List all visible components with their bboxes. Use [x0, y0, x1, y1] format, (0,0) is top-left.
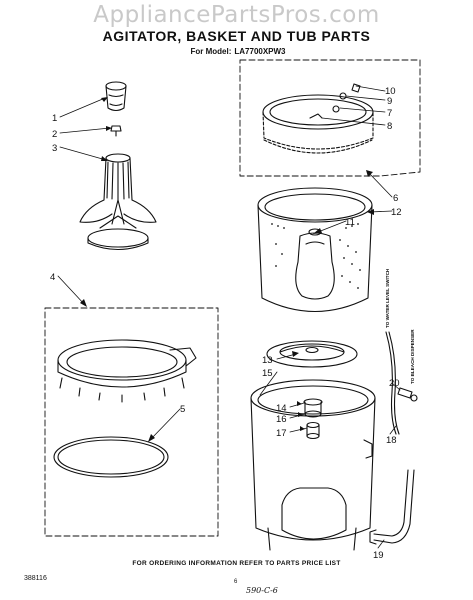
part-water-level-hose: [385, 331, 400, 435]
part-hub-seals: [303, 398, 323, 440]
callout-17: 17: [276, 428, 287, 439]
part-tub-ring: [57, 339, 197, 403]
callout-6: 6: [393, 193, 398, 204]
part-basket: [257, 187, 373, 312]
callout-13: 13: [262, 355, 273, 366]
diagram-title: AGITATOR, BASKET AND TUB PARTS: [102, 28, 371, 44]
callout-numbers: 1 2 3 4 5 6 7 8 9 10 11 12 13 14 15 16 1…: [50, 86, 402, 561]
callout-11: 11: [345, 217, 355, 228]
callout-5: 5: [180, 404, 185, 415]
callout-1: 1: [52, 113, 57, 124]
part-drain-hose: [369, 469, 415, 545]
callout-4: 4: [50, 272, 55, 283]
part-agitator: [79, 153, 157, 251]
top-ring-group-outline: [239, 59, 421, 177]
basket-perforations: [271, 223, 361, 289]
watermark-text: AppliancePartsPros.com: [93, 2, 380, 28]
part-fastener: [110, 125, 122, 137]
page-number: 6: [234, 579, 238, 585]
part-balance-ring: [262, 94, 374, 154]
handwritten-note: 590-C-6: [246, 586, 278, 595]
ordering-info-note: FOR ORDERING INFORMATION REFER TO PARTS …: [132, 560, 341, 567]
hose-labels: TO WATER LEVEL SWITCH TO BLEACH DISPENSE…: [385, 268, 415, 384]
part-agitator-cap: [105, 81, 127, 112]
callout-20: 20: [389, 378, 400, 389]
callout-7: 7: [387, 108, 392, 119]
part-bleach-fitting: [397, 387, 418, 402]
model-label: For Model:: [190, 47, 232, 56]
callout-18: 18: [386, 435, 397, 446]
part-outer-tub: [250, 379, 376, 551]
callout-14: 14: [276, 403, 287, 414]
callout-10: 10: [385, 86, 396, 97]
part-splash-shield: [266, 340, 358, 368]
part-gasket: [53, 436, 169, 478]
callout-16: 16: [276, 414, 287, 425]
callout-9: 9: [387, 96, 392, 107]
callout-8: 8: [387, 121, 392, 132]
callout-3: 3: [52, 143, 57, 154]
document-code: 388116: [24, 575, 47, 582]
model-line: For Model:LA7700XPW3: [0, 47, 473, 56]
callout-arrowheads: [80, 97, 374, 442]
assembly-group-box: [44, 307, 219, 537]
model-number: LA7700XPW3: [234, 47, 286, 56]
callout-15: 15: [262, 368, 273, 379]
callout-19: 19: [373, 550, 384, 561]
callout-12: 12: [391, 207, 402, 218]
label-bleach-dispenser: TO BLEACH DISPENSER: [410, 329, 415, 384]
callout-2: 2: [52, 129, 57, 140]
part-ring-hardware: [309, 83, 361, 119]
label-water-level-switch: TO WATER LEVEL SWITCH: [385, 268, 390, 328]
